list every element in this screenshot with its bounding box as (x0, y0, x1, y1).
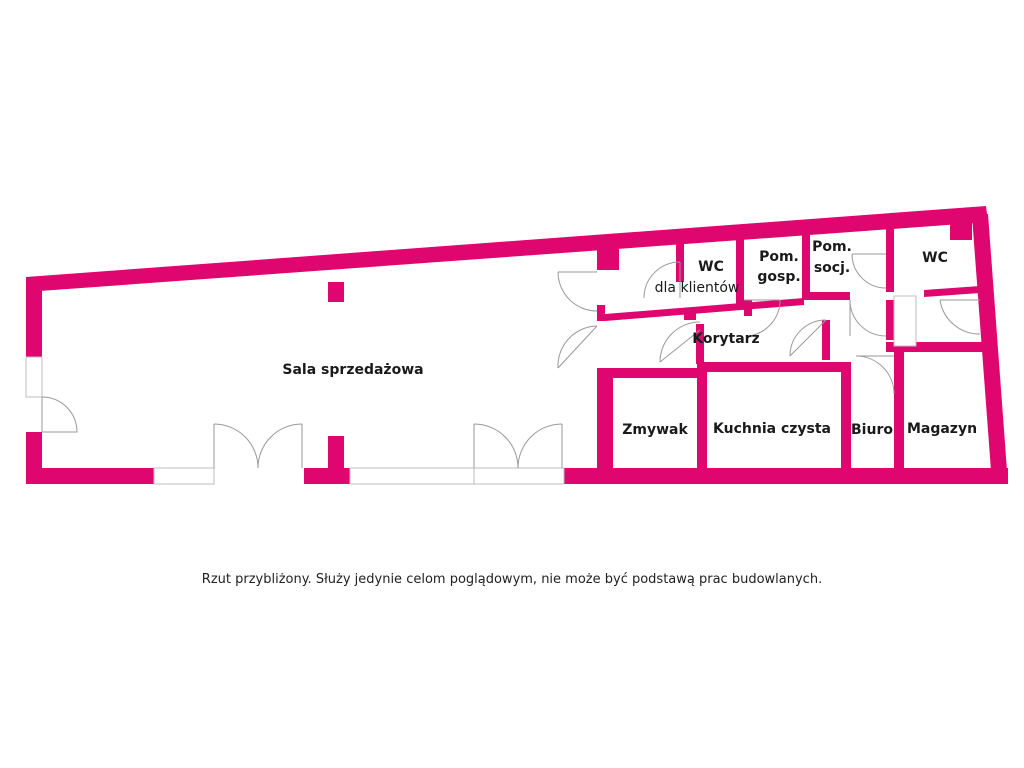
label-gosp: Pom. (759, 249, 799, 265)
label-gosp-sub: gosp. (757, 269, 800, 285)
door-soc (849, 299, 887, 337)
label-sala: Sala sprzedażowa (282, 362, 423, 378)
lower-top-wall-1 (605, 368, 705, 378)
door-entrance-2-left (473, 423, 519, 469)
window-west (25, 356, 43, 398)
lower-top-wall-3 (886, 342, 986, 352)
windows (25, 295, 917, 485)
west-wall-upper (26, 277, 42, 357)
label-kuchnia: Kuchnia czysta (713, 421, 831, 437)
label-biuro: Biuro (851, 422, 893, 438)
door-kuchnia (789, 319, 827, 357)
door-zmywak (659, 321, 701, 363)
doors (41, 253, 981, 469)
door-gosp (744, 299, 781, 337)
corridor-top-wall-east (924, 286, 980, 297)
corridor-top-wall (605, 298, 804, 321)
window-south-1 (153, 467, 215, 485)
soc-right-wall (886, 228, 894, 292)
south-wall-2 (304, 468, 350, 484)
door-wc-soc (851, 253, 887, 289)
door-wc-klienci-inner (643, 261, 681, 299)
label-zmywak: Zmywak (622, 422, 688, 438)
label-wc-klienci-sub: dla klientów (655, 280, 740, 296)
label-magazyn: Magazyn (907, 421, 977, 437)
door-entrance-west (41, 396, 78, 433)
gosp-right-wall (802, 234, 810, 300)
zmywak-kuchnia-wall (697, 366, 707, 470)
label-soc-sub: socj. (814, 260, 850, 276)
corridor-vert-left (696, 324, 704, 364)
corridor-door-jamb-left (684, 312, 696, 320)
sala-pillar-bottom (328, 436, 344, 470)
label-wc: WC (922, 250, 948, 266)
disclaimer-note: Rzut przybliżony. Służy jedynie celom po… (201, 572, 823, 587)
room-labels: Sala sprzedażowa WC dla klientów Pom. go… (282, 239, 977, 438)
corridor-seg-a (744, 300, 752, 316)
south-wall-3 (564, 468, 1008, 484)
window-vent (893, 295, 917, 347)
outer-walls (26, 206, 1008, 484)
biuro-magazyn-wall (894, 344, 904, 470)
label-wc-klienci: WC (698, 259, 724, 275)
kuchnia-biuro-wall (841, 362, 851, 470)
door-korytarz-west (557, 325, 598, 369)
partition-main-lower (597, 368, 613, 470)
sala-pillar-top (328, 282, 344, 302)
south-wall-1 (26, 468, 154, 484)
door-entrance-1-right (257, 423, 303, 469)
label-soc: Pom. (812, 239, 852, 255)
door-biuro (855, 355, 895, 395)
corridor-seg-b (810, 292, 850, 300)
window-south-3 (473, 467, 565, 485)
label-korytarz: Korytarz (692, 331, 759, 347)
window-south-2 (349, 467, 475, 485)
corridor-vert-east (886, 300, 894, 340)
lower-top-wall-2 (697, 362, 847, 372)
wc-klienci-left-wall (613, 246, 619, 270)
door-wc-east (939, 299, 981, 335)
partition-main-mid (597, 305, 605, 321)
door-entrance-2-right (517, 423, 563, 469)
partition-main-upper (597, 248, 613, 270)
corridor-vert-right (822, 320, 830, 360)
door-wc-klienci (557, 271, 598, 312)
east-wall (972, 214, 1008, 484)
door-entrance-1-left (213, 423, 259, 469)
wc-inner-corner (950, 222, 972, 240)
north-wall (26, 206, 988, 292)
gosp-left-wall (736, 238, 744, 306)
